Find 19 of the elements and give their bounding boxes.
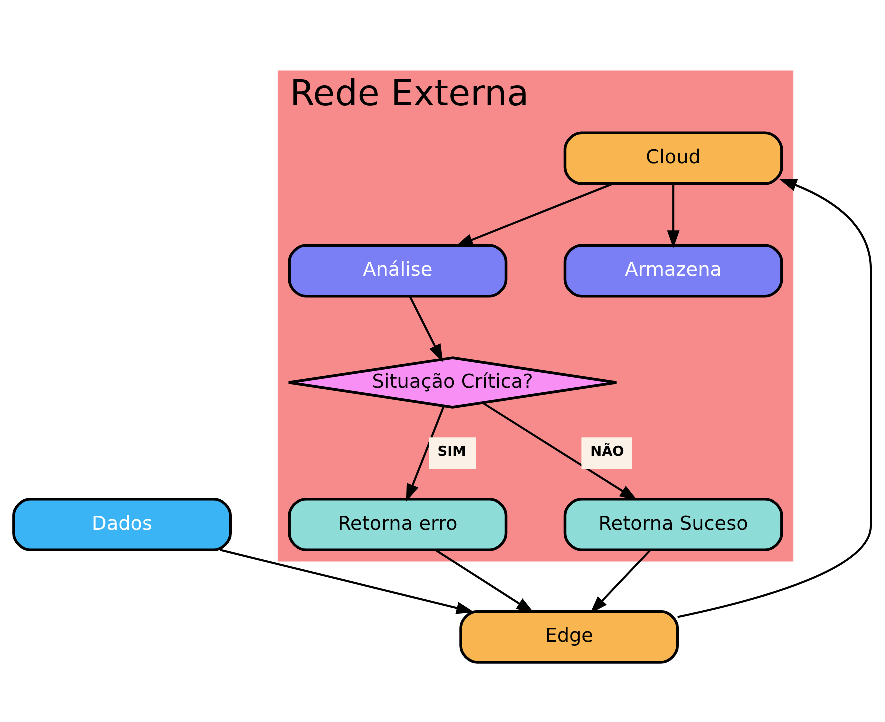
arrow [667,184,680,248]
arrow [435,548,534,613]
node-box: Armazena [564,244,784,298]
node-box: Edge [460,610,680,664]
arrow [455,182,614,246]
node-box: Análise [288,244,508,298]
arrow [406,406,445,502]
arrow [409,296,444,362]
node-diamond: Situação Crítica? [288,356,618,408]
node-box: Retorna erro [288,497,508,551]
arrow [590,549,652,614]
node-box: Dados [12,497,232,551]
arrow [482,402,638,500]
node-box: Cloud [564,131,784,185]
arrow [220,548,474,614]
edge-label: SIM [438,444,466,460]
edge-label: NÃO [590,444,624,460]
arrow [678,178,872,618]
node-box: Retorna Suceso [564,497,784,551]
